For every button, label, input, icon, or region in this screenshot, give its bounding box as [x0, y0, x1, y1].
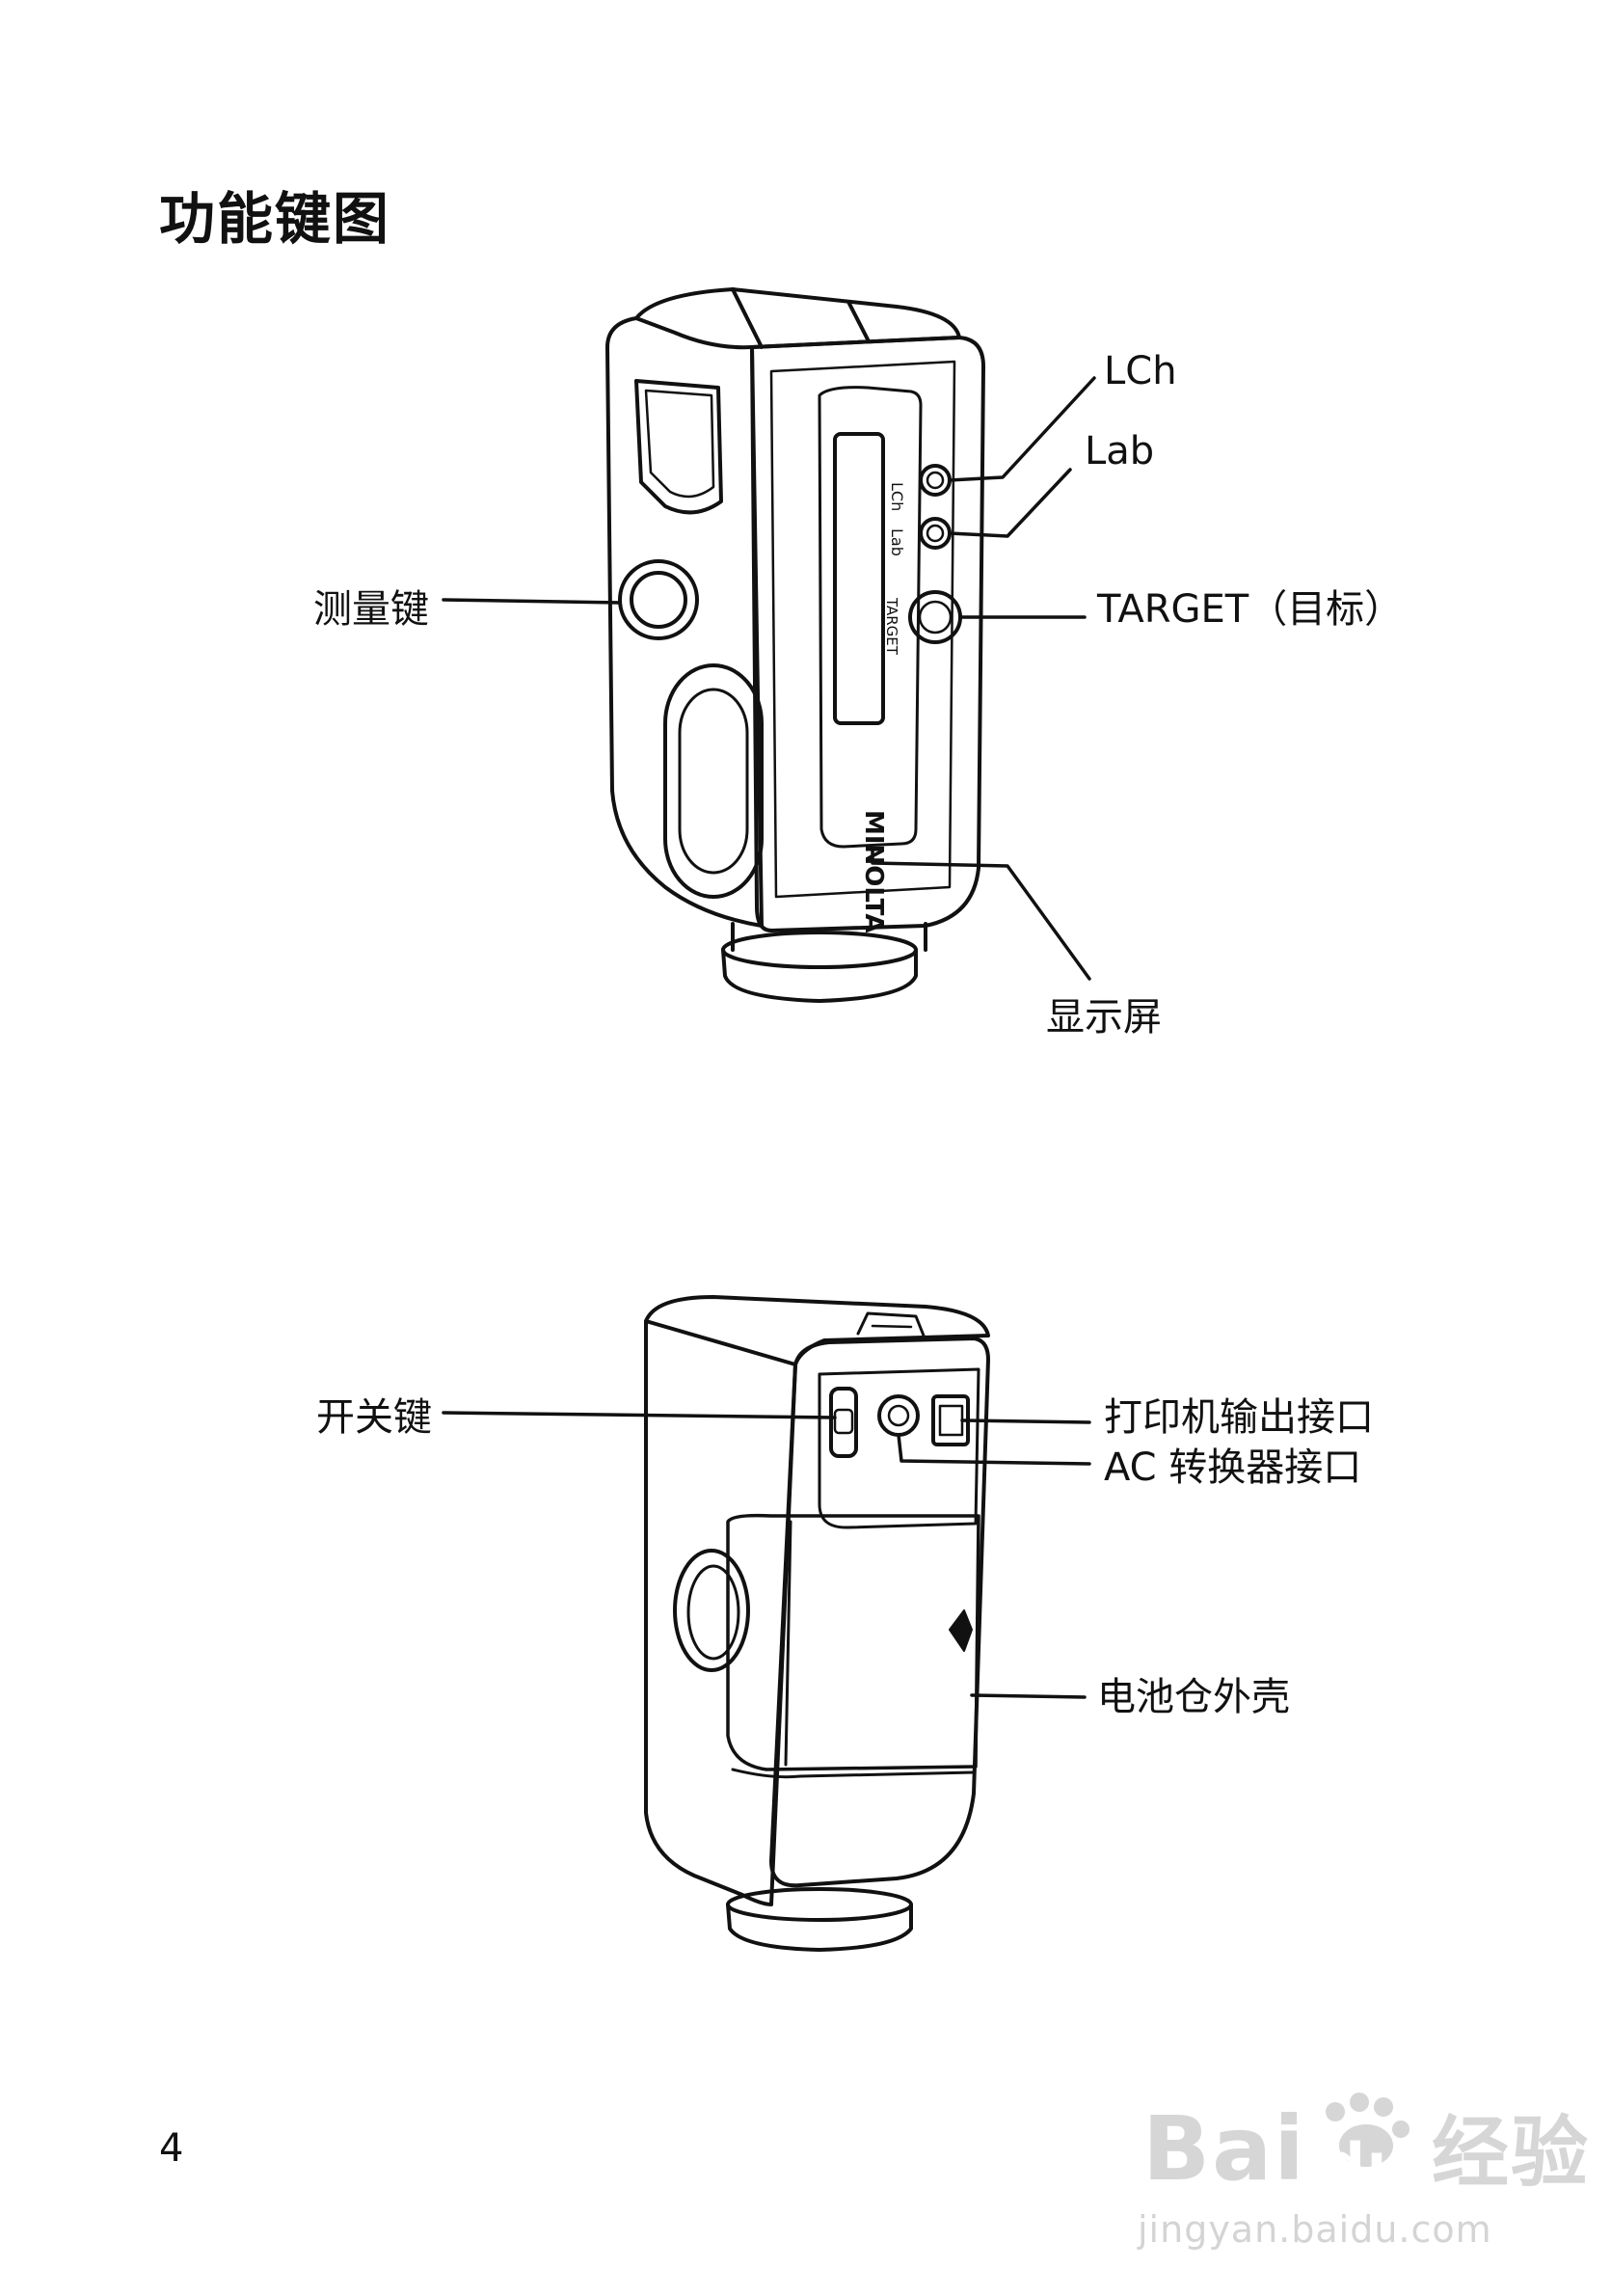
colorimeter-rear-view	[644, 1295, 990, 1952]
label-lab-button: Lab	[1085, 429, 1155, 473]
brand-mark: MINOLTA	[859, 810, 888, 933]
baidu-paw-logo-icon: Bai du 经验	[1142, 2093, 1590, 2201]
label-ac-adapter-port: AC 转换器接口	[1104, 1445, 1362, 1490]
svg-text:du: du	[1324, 2131, 1410, 2199]
svg-text:Bai: Bai	[1142, 2097, 1306, 2199]
page-number: 4	[159, 2126, 184, 2171]
watermark-url: jingyan.baidu.com	[1138, 2208, 1492, 2251]
target-button-mark: TARGET	[883, 597, 900, 656]
colorimeter-front-view: MINOLTA LCh Lab TARGET	[605, 287, 985, 1003]
watermark-logo: Bai du 经验	[1142, 2093, 1605, 2219]
lab-button-mark: Lab	[888, 528, 906, 556]
label-lch-button: LCh	[1104, 349, 1177, 393]
top-leader-lines	[442, 376, 1096, 981]
label-display-screen: 显示屏	[1046, 995, 1162, 1040]
page-title: 功能键图	[159, 186, 391, 252]
label-power-switch: 开关键	[316, 1395, 432, 1440]
label-printer-port: 打印机输出接口	[1104, 1395, 1374, 1440]
lch-button-mark: LCh	[888, 482, 906, 511]
label-target-button: TARGET（目标）	[1097, 587, 1404, 632]
bottom-leader-lines	[442, 1411, 1091, 1699]
label-battery-cover: 电池仓外壳	[1097, 1675, 1290, 1719]
svg-text:经验: 经验	[1432, 2108, 1590, 2198]
label-measure-button: 测量键	[313, 587, 429, 632]
